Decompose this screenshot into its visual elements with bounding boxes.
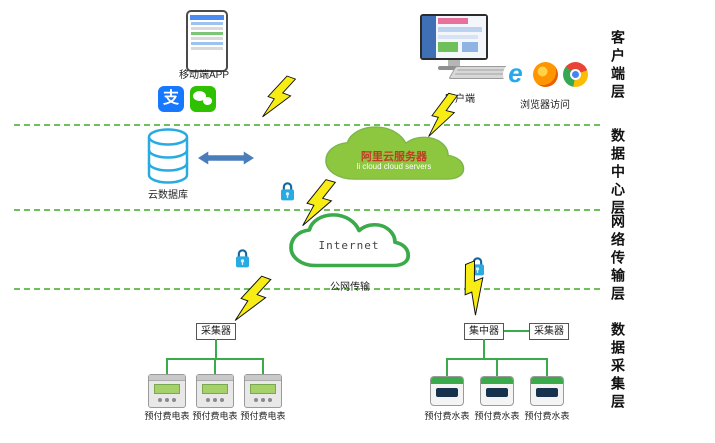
- electric-meter-icon: [148, 374, 186, 408]
- collector-box: 采集器: [196, 323, 236, 340]
- connector-line: [215, 339, 217, 358]
- cloud-db-label: 云数据库: [148, 190, 188, 201]
- firefox-browser-icon: [533, 62, 558, 87]
- electric-meter-icon: [244, 374, 282, 408]
- connector-line: [504, 330, 529, 332]
- browser-access-label: 浏览器访问: [520, 100, 570, 111]
- water-meter-label: 预付费水表: [424, 411, 470, 421]
- layer-label-acquisition: 数据采集层: [610, 322, 626, 412]
- connector-line: [446, 358, 448, 376]
- water-meter-icon: [530, 376, 564, 406]
- water-meter-icon: [480, 376, 514, 406]
- lock-icon: [234, 247, 251, 269]
- mobile-app-label: 移动端APP: [178, 70, 229, 81]
- internet-cloud-shape: Internet: [286, 212, 412, 276]
- connector-line: [214, 358, 216, 374]
- ali-cloud-title: 阿里云服务器: [361, 151, 427, 163]
- layer-divider: [14, 209, 600, 211]
- database-icon: [146, 128, 190, 184]
- lightning-icon: [423, 89, 464, 143]
- lightning-icon: [257, 70, 302, 125]
- ali-cloud-shape: 阿里云服务器 li cloud cloud servers: [320, 124, 468, 190]
- ie-browser-icon: e: [503, 60, 528, 87]
- lightning-icon: [230, 270, 276, 329]
- connector-line: [483, 339, 485, 358]
- chrome-browser-icon: [563, 62, 588, 87]
- concentrator-box: 集中器: [464, 323, 504, 340]
- water-meter-label: 预付费水表: [474, 411, 520, 421]
- electric-meter-label: 预付费电表: [240, 411, 286, 421]
- client-label: 客户端: [445, 94, 475, 105]
- layer-divider: [14, 124, 600, 126]
- alipay-icon: 支: [158, 86, 184, 112]
- connector-line: [496, 358, 498, 376]
- ali-cloud-subtitle: li cloud cloud servers: [356, 162, 432, 171]
- public-net-label: 公网传输: [330, 282, 370, 293]
- lightning-icon: [297, 175, 340, 233]
- internet-label: Internet: [318, 239, 380, 252]
- lightning-icon: [451, 258, 498, 317]
- layer-divider: [14, 288, 600, 290]
- water-meter-icon: [430, 376, 464, 406]
- electric-meter-label: 预付费电表: [144, 411, 190, 421]
- lock-icon: [279, 180, 296, 202]
- layer-label-network: 网络传输层: [610, 214, 626, 304]
- water-meter-label: 预付费水表: [524, 411, 570, 421]
- phone-header-bar: [190, 15, 224, 20]
- mobile-phone-icon: [186, 10, 228, 72]
- desktop-monitor-icon: [420, 14, 488, 70]
- layer-label-datacenter: 数据中心层: [610, 128, 626, 218]
- electric-meter-label: 预付费电表: [192, 411, 238, 421]
- connector-line: [166, 358, 168, 374]
- electric-meter-icon: [196, 374, 234, 408]
- wechat-icon: [190, 86, 216, 112]
- connector-line: [262, 358, 264, 374]
- connector-line: [546, 358, 548, 376]
- double-arrow-icon: [198, 150, 254, 166]
- collector-box: 采集器: [529, 323, 569, 340]
- layer-label-client: 客户端层: [610, 30, 626, 102]
